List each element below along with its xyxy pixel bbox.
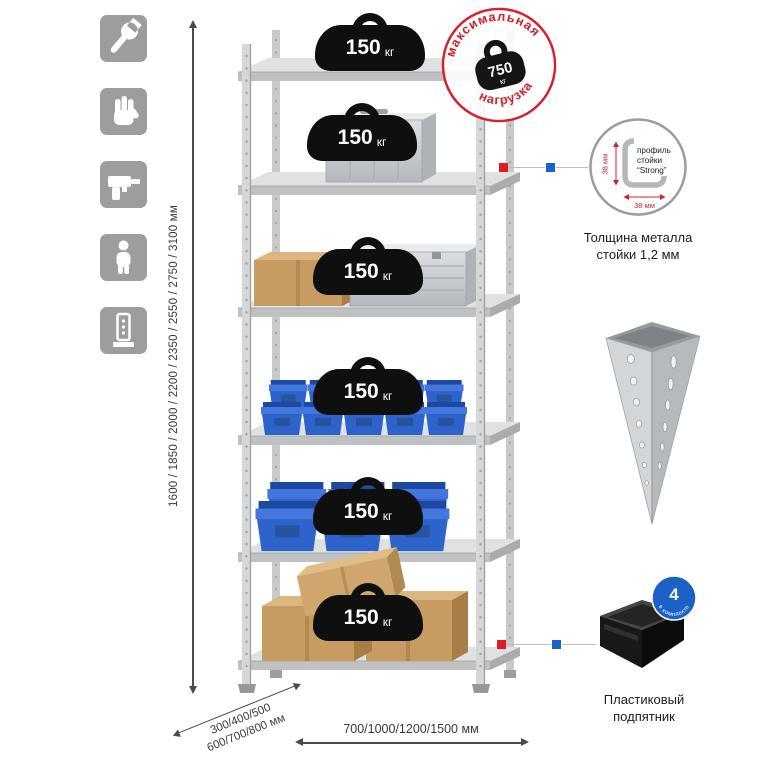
front-posts (238, 44, 490, 693)
shelf-load-badge: 150 кг (307, 103, 417, 161)
load-unit: кг (384, 44, 395, 59)
connector-line (509, 167, 545, 168)
profile-label-line2: стойки (637, 156, 662, 165)
profile-dim-vertical: 38 мм (601, 154, 610, 175)
shelf-load-badge: 150 кг (313, 583, 423, 641)
load-value: 150 (343, 380, 379, 403)
stamp-load-value: 750 (487, 60, 515, 81)
back-posts (270, 30, 516, 678)
rack-post-icon (113, 312, 134, 347)
connector-line (506, 644, 551, 645)
profile-dim-horizontal: 38 мм (634, 201, 655, 210)
blue-marker (552, 640, 561, 649)
arrow-up-icon (189, 20, 197, 28)
load-value: 150 (345, 36, 381, 59)
load-unit: кг (382, 614, 393, 629)
foot-caption-line1: Пластиковый (603, 692, 685, 707)
load-unit: кг (382, 388, 393, 403)
post-profile-detail: 38 мм 38 мм профиль стойки “Strong” (589, 118, 687, 216)
person-icon (116, 240, 131, 274)
load-unit: кг (382, 268, 393, 283)
height-dimension-label: 1600 / 1850 / 2000 / 2200 / 2350 / 2550 … (168, 205, 180, 507)
load-value: 150 (343, 500, 379, 523)
profile-label-line3: “Strong” (637, 166, 667, 175)
width-dimension-label: 700/1000/1200/1500 мм (343, 722, 479, 736)
arrow-right-icon (521, 738, 529, 746)
profile-caption-line1: Толщина металла (583, 230, 693, 245)
arrow-left-icon (295, 738, 303, 746)
red-marker (499, 163, 508, 172)
foot-caption-line2: подпятник (613, 708, 675, 724)
connector-line (556, 167, 588, 168)
weight-body: 150 кг (313, 369, 423, 415)
weight-body: 150 кг (313, 489, 423, 535)
stamp-load-unit: кг (499, 76, 507, 86)
red-marker (497, 640, 506, 649)
weight-body: 150 кг (313, 249, 423, 295)
profile-label-line1: профиль (637, 146, 671, 155)
post-holes (626, 354, 677, 486)
height-dimension-line (192, 26, 194, 686)
load-value: 150 (343, 606, 379, 629)
profile-caption-line2: стойки 1,2 мм (596, 246, 680, 262)
angle-profile-drawing (622, 138, 667, 188)
weight-body: 150 кг (315, 25, 425, 71)
feature-tile-post (100, 307, 147, 354)
stamp-weight-body (475, 51, 526, 91)
included-count-badge: 4 в комплекте (651, 575, 697, 621)
feature-tile-tools (100, 15, 147, 62)
wrench-icon (110, 17, 142, 53)
shelf-load-badge: 150 кг (315, 13, 425, 71)
shelf-load-badge: 150 кг (313, 237, 423, 295)
drill-icon (108, 176, 140, 200)
width-dimension-line (301, 742, 521, 744)
load-value: 150 (343, 260, 379, 283)
corner-post-image (605, 322, 701, 525)
badge-number: 4 (669, 585, 679, 604)
load-unit: кг (376, 134, 387, 149)
connector-line (562, 644, 596, 645)
shelf-load-badge: 150 кг (313, 357, 423, 415)
blue-marker (546, 163, 555, 172)
load-value: 150 (337, 126, 373, 149)
feature-tile-drill (100, 161, 147, 208)
foot-caption: Пластиковый подпятник (578, 692, 710, 726)
load-unit: кг (382, 508, 393, 523)
feature-tile-person (100, 234, 147, 281)
gloves-icon (114, 96, 139, 125)
arrow-down-icon (189, 686, 197, 694)
shelf-load-badge: 150 кг (313, 477, 423, 535)
weight-body: 150 кг (307, 115, 417, 161)
weight-body: 150 кг (313, 595, 423, 641)
profile-caption: Толщина металла стойки 1,2 мм (572, 230, 704, 264)
feature-tile-gloves (100, 88, 147, 135)
